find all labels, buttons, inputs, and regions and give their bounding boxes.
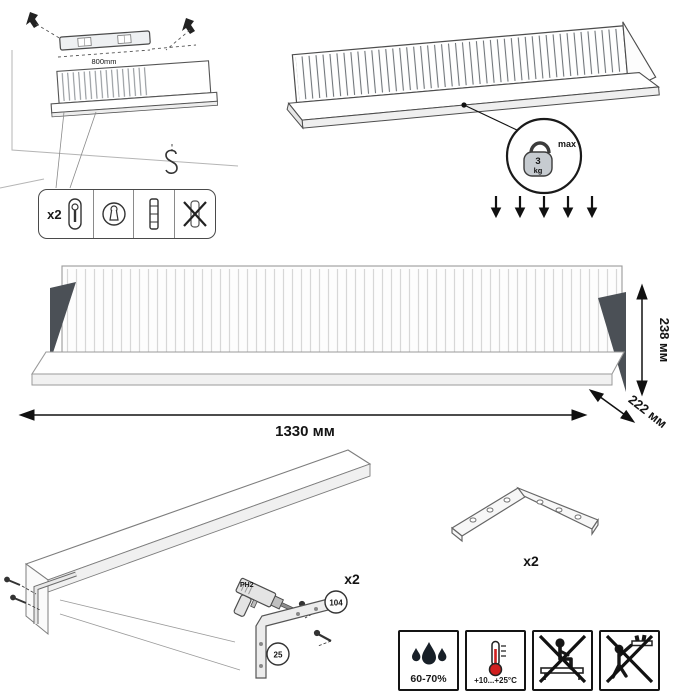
shelf-perspective (286, 21, 661, 130)
temperature-requirement: +10...+25°C (465, 630, 526, 691)
depth-dimension (588, 389, 636, 423)
max-label: max (558, 139, 576, 149)
bracket-hole (296, 612, 300, 616)
hardware-cell-keyhole: x2 (39, 190, 93, 238)
bracket-assembly-diagram: x2 PH2 104 25 (4, 449, 372, 679)
bracket-hole (259, 642, 263, 646)
no-climbing-icon (605, 634, 654, 684)
weight-value-label: 3 (535, 156, 540, 167)
height-dimension-label: 238 мм (657, 318, 672, 363)
load-arrows-icon (490, 196, 598, 219)
detail-leader-lines (59, 599, 241, 671)
shelf-board-front (31, 373, 613, 386)
keyhole-hanger-icon (67, 198, 82, 230)
drill-driver-icon (233, 577, 297, 617)
weight-unit-label: kg (534, 166, 543, 175)
dimensions-diagram: 1330 мм 238 мм 222 мм (18, 265, 672, 440)
bracket-hole (259, 664, 263, 668)
wall-corner-line (11, 50, 239, 167)
left-bracket (50, 282, 76, 362)
hardware-kit-panel: x2 (38, 189, 216, 239)
wall-anchor-icon (26, 12, 195, 34)
bracket-hole (314, 607, 318, 611)
load-limit-badge: 3 kg max (505, 117, 583, 195)
height-dimension (636, 283, 648, 397)
width-dimension (18, 409, 588, 421)
callout-lines (55, 111, 97, 189)
crossed-out-fastener-icon (183, 200, 207, 228)
humidity-label: 60-70% (410, 673, 447, 686)
assembly-qty-label: x2 (344, 571, 360, 587)
spirit-level-icon (59, 30, 151, 51)
bit-label: PH2 (240, 582, 254, 589)
l-bracket-icon (450, 486, 599, 543)
temperature-label: +10...+25°C (474, 676, 517, 686)
flipped-shelf (24, 449, 372, 636)
round-hanger-icon (101, 202, 126, 226)
no-climbing-warning (599, 630, 660, 691)
no-sitting-warning (532, 630, 593, 691)
part-callout-25: 25 (266, 642, 290, 666)
floor-line (0, 178, 45, 189)
end-screws (4, 576, 41, 611)
callout-line (463, 104, 520, 132)
kettlebell-icon: 3 kg (523, 141, 553, 177)
part-callout-104: 104 (324, 590, 348, 614)
part-104-label: 104 (329, 599, 343, 608)
panel-grooves (66, 269, 618, 353)
thermometer-icon (488, 640, 506, 677)
part-25-label: 25 (274, 651, 283, 660)
width-dimension-label: 1330 мм (275, 423, 335, 440)
mounting-rail-icon (149, 198, 160, 230)
wall-mounting-diagram: 800mm (0, 12, 239, 189)
attached-bracket (33, 571, 77, 624)
hardware-cell-rail (133, 190, 174, 238)
max-load-diagram: 3 kg max (286, 21, 661, 219)
hardware-qty-label: x2 (47, 206, 62, 222)
water-drops-icon (411, 642, 446, 665)
shelf-board-top (30, 351, 625, 375)
wall-hook-icon (165, 144, 178, 174)
bracket-part-diagram: x2 (450, 486, 599, 569)
hardware-cell-not-included (174, 190, 215, 238)
bracket-holes (469, 497, 582, 523)
shelf-on-wall (50, 60, 219, 118)
right-bracket (598, 292, 626, 392)
alignment-guides (35, 23, 197, 58)
care-icons-row: 60-70% +10...+25°C (398, 630, 660, 691)
bracket-qty-label: x2 (523, 553, 539, 569)
humidity-requirement: 60-70% (398, 630, 459, 691)
no-sitting-icon (538, 634, 587, 684)
depth-dimension-label: 222 мм (626, 392, 670, 431)
mounting-distance-label: 800mm (91, 57, 116, 66)
hardware-cell-round-hanger (92, 190, 134, 238)
callout-dot (461, 102, 467, 108)
